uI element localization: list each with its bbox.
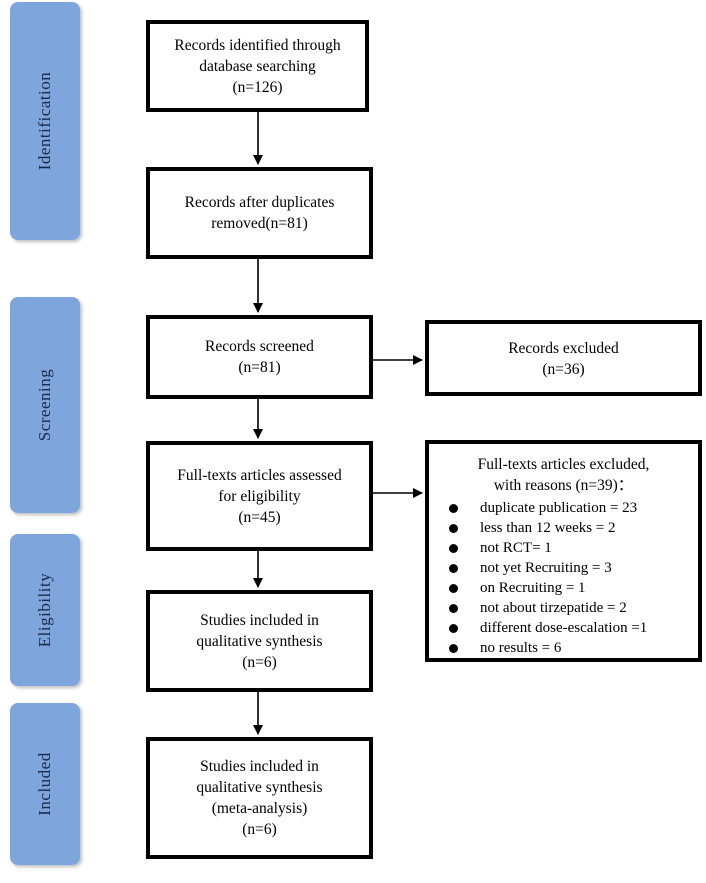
records-identified-line-1: Records identified through [174, 36, 341, 54]
full-text-assessed-count: (n=45) [238, 508, 281, 526]
stage-eligibility: Eligibility [10, 534, 80, 686]
records-identified-box: Records identified through database sear… [146, 20, 369, 112]
exclusion-reason-text: less than 12 weeks = 2 [480, 520, 616, 536]
studies-meta-analysis-box: Studies included in qualitative synthesi… [146, 737, 373, 859]
studies-meta-analysis-line-3: (meta-analysis) [211, 800, 308, 817]
records-after-duplicates-box: Records after duplicates removed(n=81) [146, 167, 373, 259]
stage-identification: Identification [10, 2, 80, 240]
records-screened-line-1: Records screened [205, 338, 314, 355]
exclusion-reason: not RCT= 1 [429, 538, 698, 558]
full-text-assessed-line-2: for eligibility [218, 487, 301, 505]
exclusion-reason: less than 12 weeks = 2 [429, 518, 698, 538]
stage-included: Included [10, 703, 80, 865]
exclusion-reason: not yet Recruiting = 3 [429, 558, 698, 578]
records-excluded-count: (n=36) [542, 361, 585, 378]
studies-qualitative-box: Studies included in qualitative synthesi… [146, 590, 373, 692]
records-excluded-box: Records excluded (n=36) [425, 320, 702, 396]
bullet-icon [449, 603, 458, 613]
exclusion-reason-text: not RCT= 1 [480, 540, 552, 556]
records-identified-count: (n=126) [232, 78, 283, 96]
records-screened-box: Records screened (n=81) [146, 315, 373, 399]
exclusion-reason: on Recruiting = 1 [429, 578, 698, 598]
full-text-excluded-box: Full-texts articles excluded, with reaso… [425, 440, 702, 662]
exclusion-reason-text: different dose-escalation =1 [480, 620, 648, 636]
bullet-icon [449, 563, 458, 573]
bullet-icon [449, 583, 458, 593]
exclusion-reason-text: on Recruiting = 1 [480, 580, 586, 596]
bullet-icon [449, 543, 458, 553]
studies-meta-analysis-count: (n=6) [242, 821, 277, 838]
bullet-icon [449, 623, 458, 633]
records-screened-count: (n=81) [238, 359, 281, 376]
exclusion-reason-text: no results = 6 [480, 640, 562, 656]
bullet-icon [449, 503, 458, 513]
records-identified-line-2: database searching [199, 57, 316, 75]
full-text-excluded-line-2: with reasons (n=39)： [493, 477, 634, 494]
full-text-assessed-line-1: Full-texts articles assessed [177, 466, 342, 484]
bullet-icon [449, 523, 458, 533]
exclusion-reason-text: duplicate publication = 23 [480, 500, 638, 516]
exclusion-reason: not about tirzepatide = 2 [429, 598, 698, 618]
stage-screening: Screening [10, 297, 80, 513]
exclusion-reason: duplicate publication = 23 [429, 498, 698, 518]
exclusion-reason: no results = 6 [429, 638, 698, 658]
studies-meta-analysis-line-1: Studies included in [200, 758, 319, 775]
studies-qualitative-line-1: Studies included in [200, 611, 319, 629]
records-excluded-line-1: Records excluded [508, 340, 619, 357]
studies-qualitative-line-2: qualitative synthesis [196, 632, 323, 650]
exclusion-reason: different dose-escalation =1 [429, 618, 698, 638]
records-after-duplicates-line-1: Records after duplicates [184, 194, 335, 211]
exclusion-reasons-list: duplicate publication = 23 less than 12 … [429, 498, 698, 658]
studies-meta-analysis-line-2: qualitative synthesis [196, 779, 323, 796]
records-after-duplicates-line-2: removed(n=81) [211, 215, 308, 232]
exclusion-reason-text: not yet Recruiting = 3 [480, 560, 612, 576]
bullet-icon [449, 643, 458, 653]
full-text-assessed-box: Full-texts articles assessed for eligibi… [146, 441, 373, 551]
studies-qualitative-count: (n=6) [242, 653, 277, 671]
exclusion-reason-text: not about tirzepatide = 2 [480, 600, 627, 616]
full-text-excluded-line-1: Full-texts articles excluded, [477, 456, 650, 473]
